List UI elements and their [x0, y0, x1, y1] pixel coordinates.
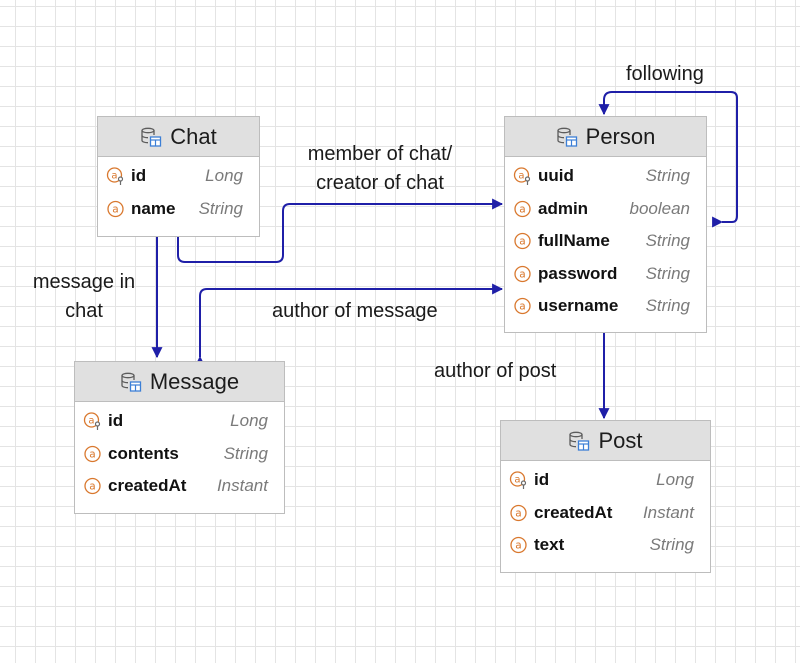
- field-name: password: [538, 263, 618, 283]
- svg-text:a: a: [515, 540, 521, 552]
- field-row[interactable]: a username String: [505, 290, 706, 323]
- field-type: Instant: [216, 476, 268, 496]
- field-name: id: [131, 166, 147, 186]
- attribute-icon: a: [510, 537, 527, 554]
- label-author-of-post: author of post: [434, 360, 557, 382]
- table-icon: [556, 127, 577, 147]
- field-row[interactable]: a createdAt Instant: [75, 470, 284, 503]
- entity-message[interactable]: Message a id Long a contents String: [74, 361, 285, 514]
- field-name: name: [131, 198, 176, 218]
- edge-member-of-chat[interactable]: [172, 198, 504, 263]
- field-type: String: [645, 296, 690, 316]
- entity-chat-fields: a id Long a name String: [98, 157, 259, 225]
- field-row[interactable]: a text String: [501, 529, 710, 562]
- svg-text:a: a: [519, 301, 525, 313]
- field-row[interactable]: a contents String: [75, 438, 284, 471]
- label-member-of-chat: member of chat/ creator of chat: [280, 140, 480, 198]
- field-type: String: [223, 443, 268, 463]
- svg-text:a: a: [88, 416, 94, 427]
- field-type: boolean: [629, 198, 690, 218]
- entity-message-title: Message: [149, 368, 240, 394]
- svg-text:a: a: [514, 475, 520, 486]
- svg-text:a: a: [518, 171, 524, 182]
- entity-message-fields: a id Long a contents String a: [75, 402, 284, 503]
- field-name: uuid: [538, 166, 574, 186]
- key-attribute-icon: a: [106, 167, 124, 186]
- table-icon: [141, 127, 162, 147]
- entity-post-header[interactable]: Post: [501, 421, 710, 461]
- field-name: id: [534, 470, 550, 490]
- svg-text:a: a: [111, 171, 117, 182]
- edge-author-of-message[interactable]: [194, 283, 504, 367]
- field-name: contents: [108, 443, 179, 463]
- field-row[interactable]: a fullName String: [505, 225, 706, 258]
- table-icon: [569, 431, 590, 451]
- svg-text:a: a: [89, 448, 95, 460]
- field-name: username: [538, 296, 619, 316]
- label-member-of-chat-line1: member of chat/: [307, 143, 453, 165]
- entity-person[interactable]: Person a uuid String a admin boolean: [504, 116, 707, 333]
- field-name: id: [108, 411, 124, 431]
- field-type: String: [645, 231, 690, 251]
- entity-post-fields: a id Long a createdAt Instant a: [501, 461, 710, 562]
- entity-chat-header[interactable]: Chat: [98, 117, 259, 157]
- field-name: createdAt: [534, 502, 613, 522]
- attribute-icon: a: [514, 200, 531, 217]
- label-message-in-chat-line1: message in: [32, 271, 136, 293]
- entity-person-fields: a uuid String a admin boolean a: [505, 157, 706, 323]
- entity-person-title: Person: [585, 123, 656, 149]
- field-type: Long: [230, 411, 268, 431]
- entity-chat-title: Chat: [170, 123, 217, 149]
- label-following: following: [626, 63, 704, 85]
- field-row[interactable]: a admin boolean: [505, 193, 706, 226]
- field-name: admin: [538, 198, 589, 218]
- label-author-of-message: author of message: [272, 300, 438, 322]
- entity-post[interactable]: Post a id Long a createdAt Instant: [500, 420, 711, 573]
- table-icon: [121, 372, 142, 392]
- entity-chat[interactable]: Chat a id Long a name String: [97, 116, 260, 237]
- field-type: Long: [205, 166, 243, 186]
- label-member-of-chat-line2: creator of chat: [316, 172, 444, 194]
- attribute-icon: a: [107, 200, 124, 217]
- label-message-in-chat-line2: chat: [65, 300, 103, 322]
- attribute-icon: a: [514, 265, 531, 282]
- svg-text:a: a: [519, 203, 525, 215]
- field-row[interactable]: a name String: [98, 193, 259, 226]
- attribute-icon: a: [514, 298, 531, 315]
- entity-message-header[interactable]: Message: [75, 362, 284, 402]
- field-row[interactable]: a createdAt Instant: [501, 497, 710, 530]
- svg-text:a: a: [519, 268, 525, 280]
- entity-person-header[interactable]: Person: [505, 117, 706, 157]
- attribute-icon: a: [514, 233, 531, 250]
- key-attribute-icon: a: [513, 167, 531, 186]
- svg-text:a: a: [112, 203, 118, 215]
- field-row[interactable]: a id Long: [501, 464, 710, 497]
- svg-text:a: a: [515, 507, 521, 519]
- entity-post-title: Post: [598, 427, 643, 453]
- attribute-icon: a: [84, 478, 101, 495]
- field-row[interactable]: a uuid String: [505, 160, 706, 193]
- attribute-icon: a: [84, 445, 101, 462]
- field-type: String: [645, 263, 690, 283]
- label-message-in-chat: message in chat: [14, 268, 154, 326]
- field-type: String: [649, 535, 694, 555]
- field-name: text: [534, 535, 565, 555]
- svg-text:a: a: [519, 236, 525, 248]
- key-attribute-icon: a: [83, 412, 101, 431]
- field-row[interactable]: a password String: [505, 258, 706, 291]
- field-row[interactable]: a id Long: [98, 160, 259, 193]
- field-name: createdAt: [108, 476, 187, 496]
- svg-text:a: a: [89, 481, 95, 493]
- field-name: fullName: [538, 231, 610, 251]
- field-type: String: [645, 166, 690, 186]
- field-type: String: [198, 198, 243, 218]
- edge-following[interactable]: [598, 91, 738, 228]
- field-type: Instant: [642, 502, 694, 522]
- field-type: Long: [656, 470, 694, 490]
- attribute-icon: a: [510, 504, 527, 521]
- key-attribute-icon: a: [509, 471, 527, 490]
- field-row[interactable]: a id Long: [75, 405, 284, 438]
